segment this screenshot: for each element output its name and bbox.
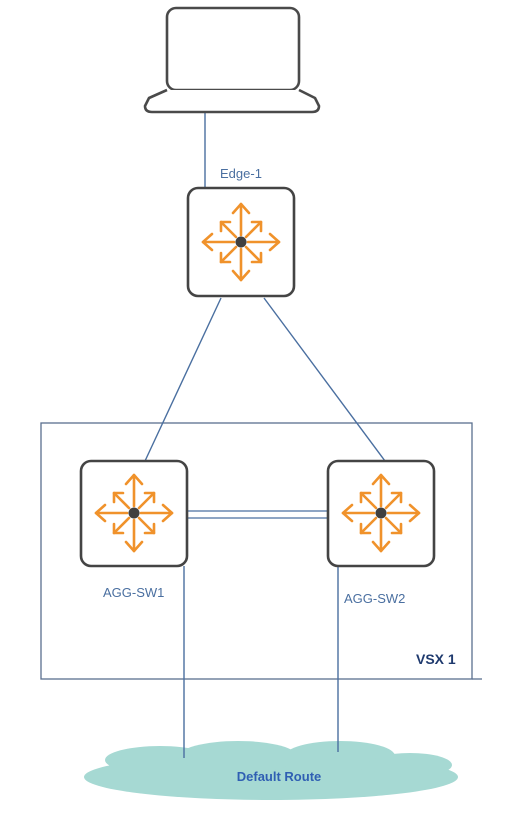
cloud-icon — [84, 741, 458, 800]
router-switch-icon-edge — [186, 186, 296, 298]
cloud-label: Default Route — [237, 769, 322, 784]
router-switch-icon-agg1 — [79, 459, 189, 568]
edge-label: Edge-1 — [220, 166, 262, 181]
link-edge-agg2 — [263, 297, 386, 462]
vsx-group-box — [40, 422, 473, 680]
link-edge-agg1 — [144, 297, 222, 462]
agg1-label: AGG-SW1 — [103, 585, 164, 600]
laptop-icon — [143, 6, 321, 114]
vsx-group-label: VSX 1 — [416, 651, 456, 667]
router-switch-icon-agg2 — [326, 459, 436, 568]
agg2-label: AGG-SW2 — [344, 591, 405, 606]
